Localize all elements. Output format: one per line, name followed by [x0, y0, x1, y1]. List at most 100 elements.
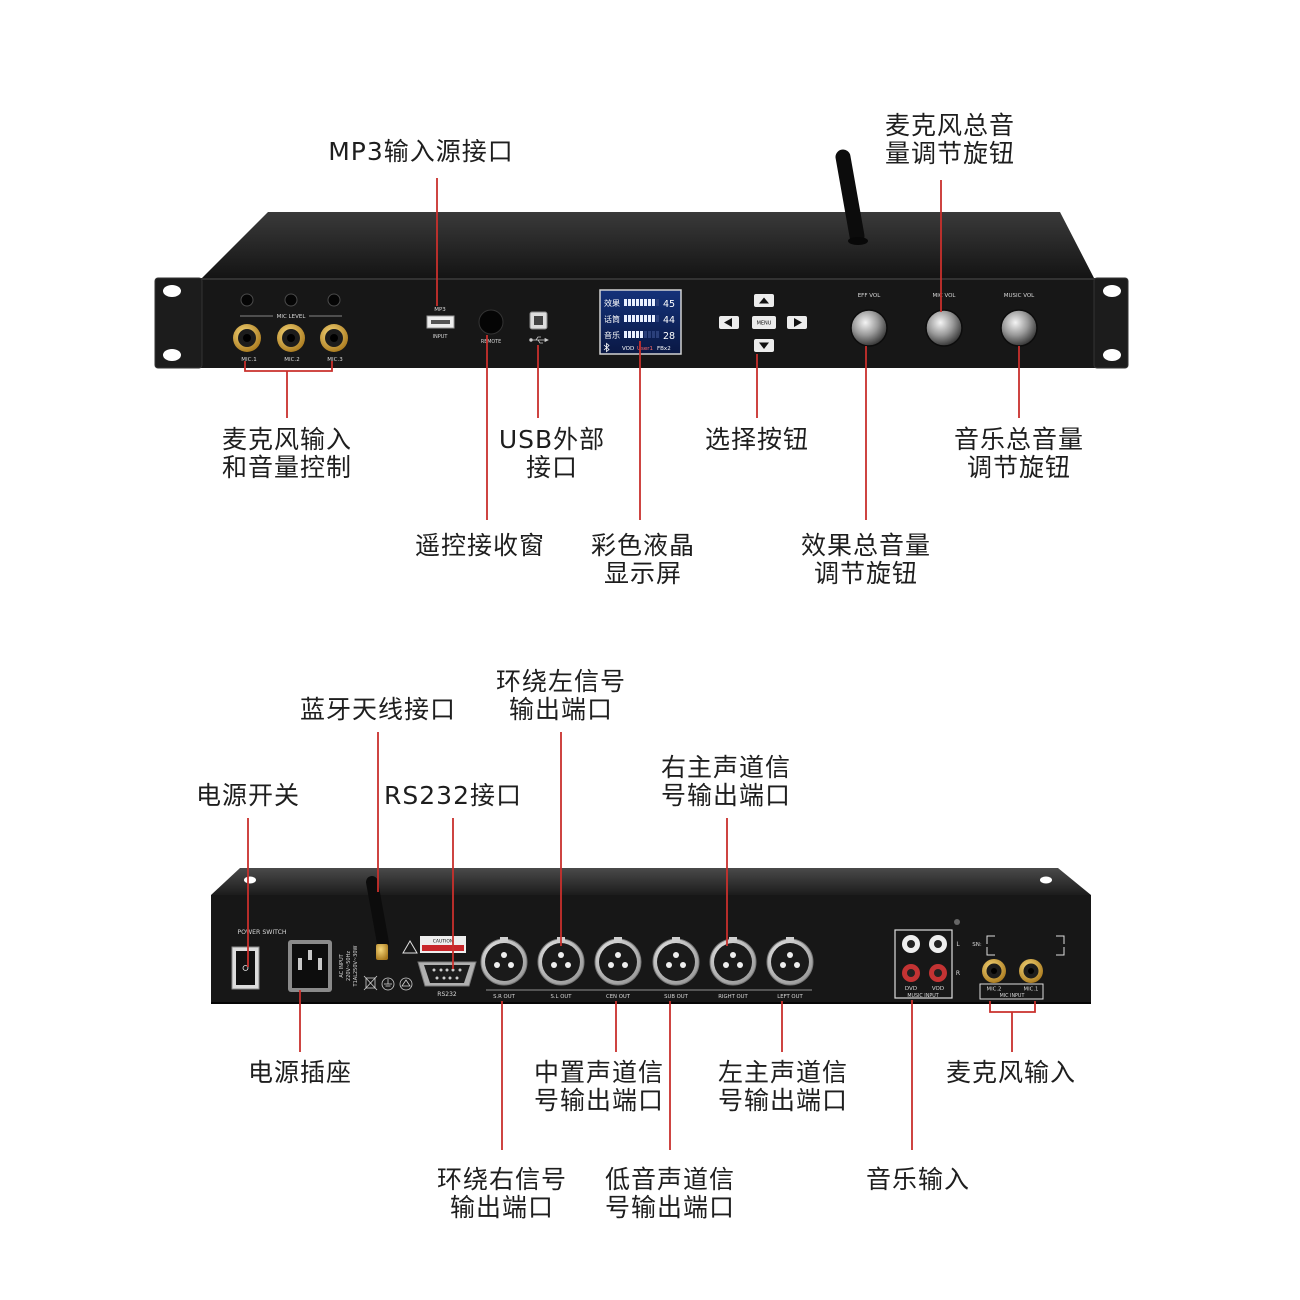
output-label: CEN OUT: [606, 994, 631, 1000]
callout-line: 电源插座: [247, 1058, 352, 1087]
display-row-value: 28: [663, 331, 675, 342]
output-label: RIGHT OUT: [718, 994, 748, 1000]
display-level-bar: [624, 315, 659, 322]
callout-line: 电源开关: [195, 781, 300, 810]
arrow-right-icon: [794, 318, 802, 327]
remote-receiver-window: REMOTE: [478, 309, 504, 345]
warning-icon: [402, 940, 418, 954]
rca-jack-red: [929, 964, 947, 982]
display-row: 效果 45: [604, 298, 675, 310]
xlr-output-connector: [594, 937, 642, 986]
callout-effect-volume: 效果总音量 调节旋钮: [746, 532, 986, 588]
xlr-output-connector: [480, 937, 528, 986]
rca-jack-red: [902, 964, 920, 982]
ac-input-text: T1AL250V~30W: [353, 945, 359, 987]
display-level-segment: [636, 315, 639, 322]
weee-icon: [363, 975, 378, 991]
caution-text: CAUTION: [433, 939, 454, 945]
sn-corner: [1056, 935, 1065, 944]
recycle-icon: [399, 977, 413, 991]
power-off-mark: [242, 965, 249, 971]
output-label: SUB OUT: [664, 994, 689, 1000]
mic-jack: [320, 324, 348, 352]
callout-line: MP3输入源接口: [328, 137, 514, 166]
display-level-segment: [656, 299, 659, 306]
display-level-segment: [632, 315, 635, 322]
caution-warning-strip: [422, 945, 464, 951]
display-level-segment: [628, 315, 631, 322]
usb-icon: [529, 336, 549, 344]
left-button: [719, 316, 739, 329]
callout-line: 彩色液晶: [590, 531, 695, 560]
display-row: 音乐 28: [604, 330, 675, 342]
mic-level-trim-knob: [284, 293, 298, 307]
callout-line: USB外部: [498, 425, 606, 454]
bluetooth-icon: [603, 342, 610, 353]
rear-chassis-top: [211, 868, 1091, 895]
rs232-label: RS232: [437, 991, 457, 998]
callout-power-socket: 电源插座: [180, 1059, 420, 1087]
mic-level-trim-knob: [327, 293, 341, 307]
display-status-user: User1: [637, 346, 653, 352]
power-socket: [288, 940, 332, 992]
callout-mic-input: 麦克风输入: [891, 1059, 1131, 1087]
power-switch-label: POWER SWITCH: [237, 929, 287, 936]
mic-jack-label: MIC.2: [987, 987, 1002, 993]
callout-line: 遥控接收窗: [414, 531, 545, 560]
display-level-segment: [652, 299, 655, 306]
display-level-segment: [624, 299, 627, 306]
callout-center-out: 中置声道信 号输出端口: [479, 1059, 719, 1115]
display-level-segment: [640, 299, 643, 306]
callout-mic-master-volume: 麦克风总音 量调节旋钮: [830, 112, 1070, 168]
arrow-up-icon: [759, 297, 769, 304]
mp3-usb-input: MP3 INPUT: [426, 307, 455, 340]
front-panel-device: MIC LEVEL MIC.1 MIC.2 MIC.3 MP: [154, 149, 1129, 369]
callout-line: 号输出端口: [717, 1086, 848, 1115]
rca-jack-white: [929, 935, 947, 953]
front-leader-lines: [244, 178, 1020, 520]
leader-mic-input-bracket: [244, 361, 333, 372]
callout-line: 号输出端口: [604, 1193, 735, 1222]
front-chassis-top: [202, 212, 1094, 278]
mp3-label: MP3: [434, 307, 446, 313]
callout-line: 麦克风输入: [945, 1058, 1076, 1087]
rca-jack-white: [902, 935, 920, 953]
ac-input-rating: AC INPUT 220V~50Hz T1AL250V~30W: [339, 945, 359, 987]
right-button: [787, 316, 807, 329]
rack-mount-hole: [1040, 876, 1052, 884]
select-buttons: MENU: [719, 294, 807, 352]
display-level-segment: [648, 331, 651, 338]
display-level-bar: [624, 299, 659, 306]
callout-line: 显示屏: [603, 559, 682, 588]
display-row-label: 效果: [604, 298, 620, 308]
left-rack-ear: [154, 277, 203, 369]
ac-input-text: 220V~50Hz: [346, 951, 352, 981]
mic-jack-label: MIC.2: [284, 357, 299, 363]
rear-faceplate: [211, 895, 1091, 1003]
display-level-segment: [628, 299, 631, 306]
arrow-left-icon: [724, 318, 732, 327]
display-level-segment: [656, 315, 659, 322]
usb-a-port-tongue: [431, 320, 450, 324]
callout-select-buttons: 选择按钮: [637, 426, 877, 454]
music-vol-label: MUSIC VOL: [1004, 293, 1035, 299]
mic-vol-knob: [925, 309, 963, 347]
chassis-screw: [954, 919, 960, 925]
volume-knobs: EFF VOL MIC VOL MUSIC VOL: [850, 293, 1038, 347]
eff-vol-label: EFF VOL: [858, 293, 882, 299]
callout-line: 效果总音量: [800, 531, 931, 560]
down-button: [754, 339, 774, 352]
display-level-segment: [632, 331, 635, 338]
callout-mic-input-volume: 麦克风输入 和音量控制: [167, 426, 407, 482]
mic-jack: [233, 324, 261, 352]
rack-mount-hole: [244, 876, 256, 884]
caution-label: CAUTION: [420, 936, 466, 953]
callout-line: 音乐总音量: [953, 425, 1084, 454]
ground-icon: [381, 977, 395, 991]
callout-line: 输出端口: [449, 1193, 554, 1222]
display-level-segment: [636, 331, 639, 338]
mic-jack: [277, 324, 305, 352]
display-row-value: 45: [663, 299, 675, 310]
display-row-label: 音乐: [604, 330, 620, 340]
display-level-segment: [632, 299, 635, 306]
